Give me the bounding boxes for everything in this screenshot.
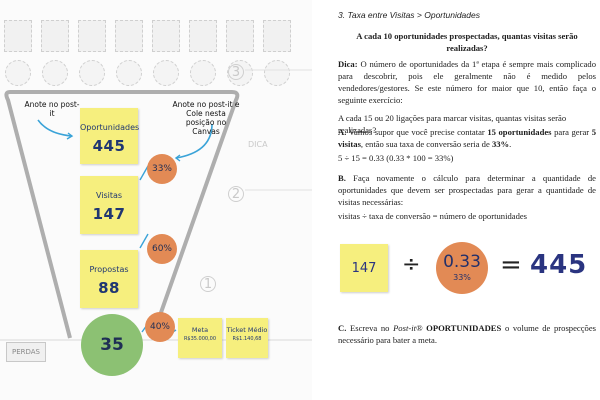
- step-a-bold: 33%: [491, 139, 510, 149]
- postit-meta: Meta R$35.000,00: [178, 318, 222, 358]
- step-c-bold: OPORTUNIDADES: [426, 323, 502, 333]
- postit-value: 445: [92, 137, 126, 155]
- faded-column: [40, 20, 69, 86]
- postit-label: Oportunidades: [80, 123, 140, 132]
- faded-circle: [189, 60, 216, 86]
- step-c-label: C.: [338, 323, 347, 333]
- step-a-text: para gerar: [554, 127, 590, 137]
- step-a-text: .: [509, 139, 512, 149]
- step-c-paragraph: C. Escreva no Post-it® OPORTUNIDADES o v…: [338, 322, 596, 346]
- callout-left: Anote no post-it: [24, 100, 80, 118]
- right-callout-arrow: [175, 123, 213, 159]
- step-a-bold: 5 visitas: [338, 127, 596, 149]
- dica-text: O número de oportunidades da 1ª etapa é …: [338, 59, 596, 105]
- step-b-paragraph: B. Faça novamente o cálculo para determi…: [338, 172, 596, 208]
- step-a-label: A.: [338, 127, 347, 137]
- postit-ticket: Ticket Médio R$1.140,68: [226, 318, 268, 358]
- faded-dica: DICA: [248, 140, 268, 149]
- step-a-text: Vamos supor que você precise contatar: [348, 127, 485, 137]
- step-c-text: Escreva no: [350, 323, 390, 333]
- faded-column: [188, 20, 217, 86]
- equation-illustration: 147 ÷ 0.33 33% = 445: [340, 242, 598, 302]
- meta-label: Meta: [191, 326, 209, 334]
- postit-oportunidades: Oportunidades 445: [80, 108, 140, 164]
- equation-result: 445: [530, 250, 588, 280]
- postit-value: 88: [98, 279, 120, 297]
- faded-circle: [152, 60, 179, 86]
- callout-right: Anote no post-it e Cole nesta posição no…: [172, 100, 240, 136]
- step-a-bold: 15 oportunidades: [487, 127, 552, 137]
- calculation-line: 5 ÷ 15 = 0.33 (0.33 * 100 = 33%): [338, 153, 454, 163]
- divide-symbol: ÷: [402, 252, 421, 277]
- rate-decimal: 0.33: [443, 252, 481, 272]
- ticket-value: R$1.140,68: [232, 336, 262, 342]
- dica-paragraph: Dica: O número de oportunidades da 1ª et…: [338, 58, 596, 106]
- rate-percent: 33%: [453, 273, 471, 282]
- instructions-document: 3. Taxa entre Visitas > Oportunidades A …: [312, 0, 600, 400]
- faded-column: [262, 20, 291, 86]
- equation-rate-circle: 0.33 33%: [436, 242, 488, 294]
- faded-header-row: [3, 20, 291, 86]
- faded-circle: [4, 60, 31, 86]
- rate-circle-1: 33%: [147, 154, 177, 184]
- faded-column: [77, 20, 106, 86]
- exercise-text: A cada 15 ou 20 ligações para marcar vis…: [338, 113, 567, 135]
- faded-column: [3, 20, 32, 86]
- faded-box: [225, 20, 254, 52]
- dica-label: Dica:: [338, 59, 358, 69]
- postit-visitas: Visitas 147: [80, 176, 138, 234]
- faded-box: [114, 20, 143, 52]
- rate-circle-2: 60%: [147, 234, 177, 264]
- faded-circle: [78, 60, 105, 86]
- left-callout-arrow: [37, 119, 73, 137]
- canvas-funnel-panel: Anote no post-it Anote no post-it e Cole…: [0, 20, 312, 376]
- section-heading: 3. Taxa entre Visitas > Oportunidades: [338, 10, 480, 20]
- faded-box: [151, 20, 180, 52]
- faded-box: [3, 20, 32, 52]
- faded-circle: [263, 60, 290, 86]
- faded-box: [188, 20, 217, 52]
- postit-label: Propostas: [89, 265, 129, 274]
- postit-value: 147: [92, 205, 126, 223]
- perdas-label: PERDAS: [6, 342, 46, 362]
- faded-step-2: 2: [228, 186, 244, 202]
- postit-label: Visitas: [95, 191, 123, 200]
- faded-column: [151, 20, 180, 86]
- faded-circle: [41, 60, 68, 86]
- equals-symbol: =: [500, 250, 522, 280]
- postit-propostas: Propostas 88: [80, 250, 138, 308]
- step-a-text: , então sua taxa de conversão seria de: [360, 139, 490, 149]
- faded-box: [40, 20, 69, 52]
- step-b-text: Faça novamente o cálculo para determinar…: [338, 173, 597, 207]
- step-c-text: o volume de prospecções necessário para …: [338, 323, 596, 345]
- final-result-circle: 35: [81, 314, 143, 376]
- equation-postit: 147: [340, 244, 388, 292]
- step-b-label: B.: [338, 173, 346, 183]
- ticket-label: Ticket Médio: [226, 326, 268, 334]
- faded-column: [114, 20, 143, 86]
- faded-step-3: 3: [228, 64, 244, 80]
- rate-circle-3: 40%: [145, 312, 175, 342]
- meta-value: R$35.000,00: [183, 336, 217, 342]
- faded-box: [77, 20, 106, 52]
- step-c-italic: Post-it®: [393, 323, 423, 333]
- formula-line: visitas ÷ taxa de conversão = número de …: [338, 211, 528, 221]
- faded-step-1: 1: [200, 276, 216, 292]
- question-heading: A cada 10 oportunidades prospectadas, qu…: [356, 31, 578, 53]
- faded-circle: [115, 60, 142, 86]
- faded-box: [262, 20, 291, 52]
- step-a-paragraph: A. Vamos supor que você precise contatar…: [338, 126, 596, 150]
